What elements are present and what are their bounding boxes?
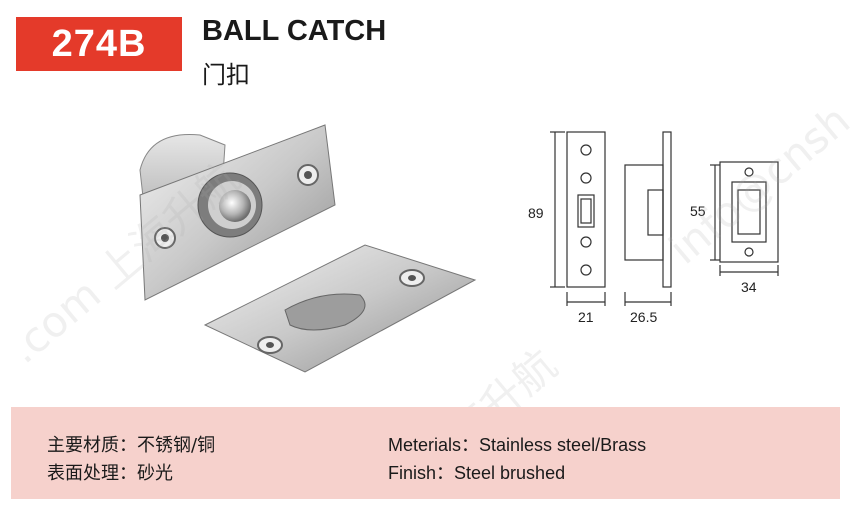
dimension-89: 89 — [528, 205, 544, 221]
product-title: BALL CATCH — [202, 15, 387, 47]
spec-band: 主要材质：不锈钢/铜 表面处理：砂光 Meterials：Stainless s… — [11, 407, 840, 499]
dimension-26-5: 26.5 — [630, 309, 657, 325]
dimension-55: 55 — [690, 203, 706, 219]
finish-cn: 表面处理：砂光 — [47, 463, 173, 484]
dimension-21: 21 — [578, 309, 594, 325]
front-view-drawing — [550, 131, 606, 306]
dimension-34: 34 — [741, 279, 757, 295]
material-en: Meterials：Stainless steel/Brass — [388, 435, 647, 455]
material-cn: 主要材质：不锈钢/铜 — [47, 435, 216, 456]
product-code-badge: 274B — [16, 17, 182, 71]
strike-view-drawing — [710, 161, 779, 276]
finish-en: Finish：Steel brushed — [388, 463, 566, 483]
product-photo — [139, 124, 477, 373]
product-subtitle: 门扣 — [202, 61, 250, 89]
side-view-drawing — [624, 131, 672, 306]
catch-ball — [219, 190, 251, 222]
technical-drawings: 89 21 26.5 55 34 — [528, 131, 779, 325]
